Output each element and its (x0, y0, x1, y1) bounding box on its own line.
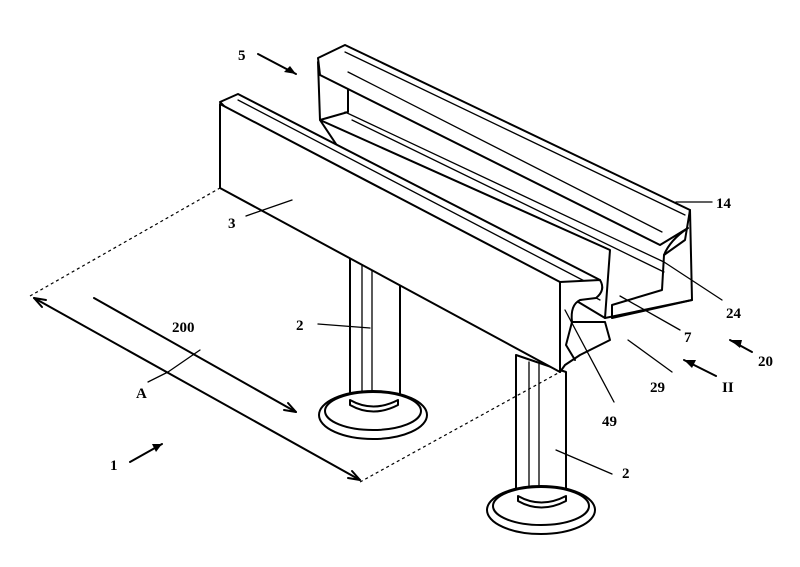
front-support-post (486, 354, 596, 535)
label-assembly-side: 20 (758, 354, 773, 370)
rear-support-post (318, 254, 428, 440)
label-rail: 3 (228, 216, 236, 232)
dimension-guides (29, 187, 561, 483)
label-lip: 24 (726, 306, 742, 322)
label-hook: 49 (602, 414, 617, 430)
dimension-arrows (33, 297, 361, 481)
label-assembly: 1 (110, 458, 118, 474)
label-top-flange: 14 (716, 196, 732, 212)
label-post-front: 2 (622, 466, 630, 482)
label-inner-web: 7 (684, 330, 692, 346)
label-bottom-wall: 29 (650, 380, 665, 396)
labels: 1 2 2 3 5 7 14 20 24 29 49 200 A II (110, 48, 773, 482)
label-post-rear: 2 (296, 318, 304, 334)
label-direction: A (136, 386, 147, 402)
label-view-marker: II (722, 380, 734, 396)
leader-lines (129, 53, 753, 475)
rail-profile (219, 44, 693, 373)
label-channel: 5 (238, 48, 246, 64)
label-length-dim: 200 (172, 320, 195, 336)
